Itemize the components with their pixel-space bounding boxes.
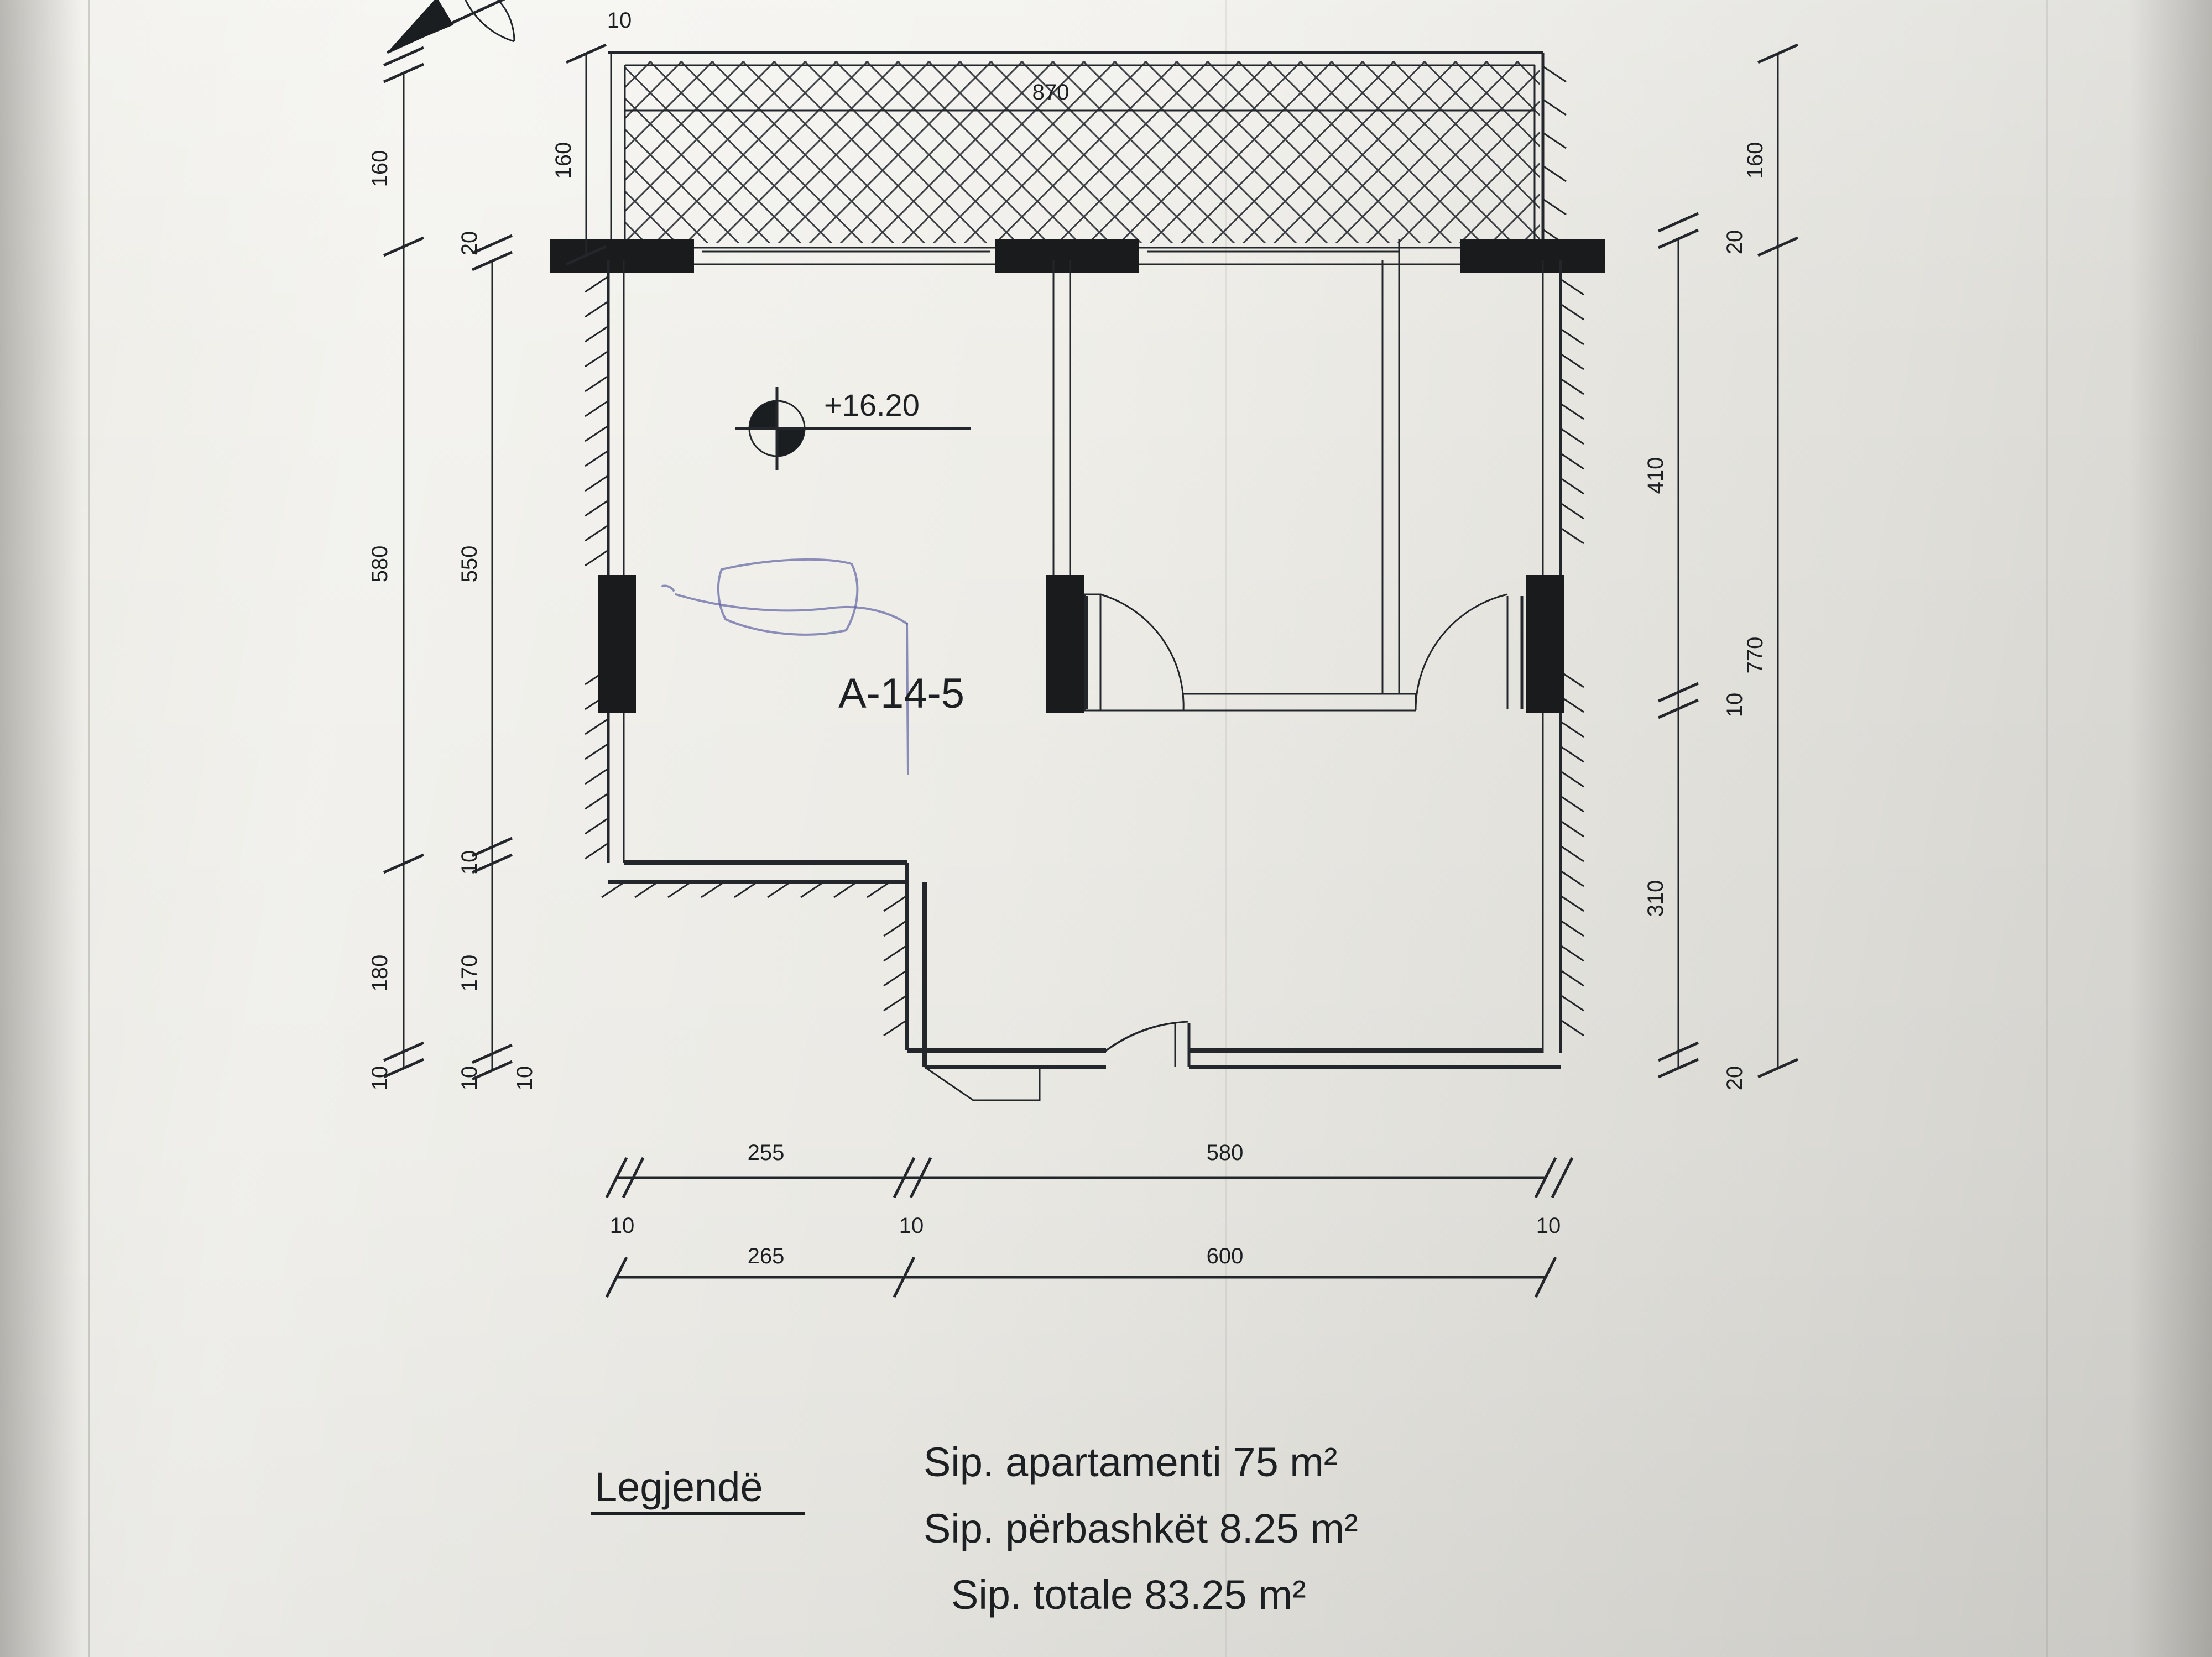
- door-swing-right-room: [1415, 593, 1524, 711]
- dim-left-top-160: 160: [551, 142, 576, 179]
- wall-pier-top-right: [1460, 239, 1605, 273]
- dim-right-inner-10: 10: [1723, 693, 1747, 718]
- wall-pier-right: [1526, 575, 1564, 713]
- dim-chain-left-outer: [383, 46, 425, 1079]
- dim-left-outer-180: 180: [368, 955, 392, 992]
- dim-left-outer-10: 10: [368, 1066, 392, 1091]
- pen-annotation: [661, 558, 909, 775]
- wall-pier-top-left: [550, 239, 694, 273]
- dim-left-inner-20: 20: [457, 231, 482, 256]
- dim-bottom-580: 580: [1207, 1141, 1244, 1165]
- left-exterior-wall: [585, 260, 636, 863]
- dim-right-outer-770: 770: [1743, 637, 1767, 674]
- elevation-value: +16.20: [824, 388, 920, 422]
- dim-bottom-600: 600: [1207, 1244, 1244, 1268]
- dim-bottom-265: 265: [748, 1244, 785, 1268]
- wall-hatch-ticks-notch: [601, 881, 907, 1037]
- dim-left-top-tick: [565, 43, 607, 266]
- top-wall-assembly: [550, 239, 1605, 273]
- interior-partitions: [1046, 260, 1417, 713]
- legend-line-3: Sip. totale 83.25 m²: [951, 1572, 1306, 1618]
- dim-left-inner-10b: 10: [457, 1066, 482, 1091]
- door-swing-left-room: [1084, 593, 1185, 712]
- dim-left-inner-170: 170: [457, 955, 482, 992]
- dim-chain-left-inner: [471, 234, 513, 1081]
- dim-chain-right-inner: [1657, 212, 1699, 1079]
- dim-chain-bottom-lower: [605, 1256, 1557, 1298]
- dim-left-inner-550: 550: [457, 546, 482, 583]
- dim-left-outer-160: 160: [368, 150, 392, 187]
- dim-bottom-255: 255: [748, 1141, 785, 1165]
- door-swing-entrance: [1104, 1021, 1191, 1067]
- dim-bottom-note-right: 10: [1536, 1214, 1561, 1238]
- wall-pier-top-middle: [995, 239, 1139, 273]
- dim-right-inner-20: 20: [1723, 1066, 1747, 1091]
- dim-chain-right-outer: [1757, 43, 1799, 1079]
- wall-hatch-ticks-right: [1560, 278, 1584, 1037]
- dim-bottom-note-left: 10: [610, 1214, 635, 1238]
- dim-left-extra-note: 10: [513, 1066, 537, 1091]
- balcony-hatched-area: [608, 51, 1567, 248]
- legend-title: Legjendë: [594, 1464, 763, 1510]
- dim-right-outer-160: 160: [1743, 142, 1767, 179]
- dim-balcony-width: 870: [1032, 80, 1070, 104]
- dim-left-inner-10a: 10: [457, 850, 482, 875]
- wall-pier-left: [598, 575, 636, 713]
- elevation-marker-icon: [735, 387, 971, 470]
- legend-line-2: Sip. përbashkët 8.25 m²: [924, 1506, 1358, 1551]
- wall-hatch-ticks-left: [585, 275, 609, 860]
- dim-top-corner-note: 10: [607, 8, 632, 33]
- dim-left-outer-580: 580: [368, 546, 392, 583]
- dim-right-inner-310: 310: [1644, 880, 1668, 917]
- right-exterior-wall: [1526, 260, 1584, 1053]
- apartment-label: A-14-5: [838, 670, 964, 717]
- dim-bottom-note-mid: 10: [899, 1214, 924, 1238]
- dim-right-top-20: 20: [1723, 230, 1747, 255]
- dim-chain-bottom-upper: [605, 1157, 1574, 1199]
- lower-walls: [601, 860, 1561, 1101]
- door-jamb-pier-left: [1046, 575, 1084, 713]
- north-arrow-icon: [386, 0, 515, 54]
- legend-line-1: Sip. apartamenti 75 m²: [924, 1439, 1338, 1485]
- dim-right-inner-410: 410: [1644, 457, 1668, 494]
